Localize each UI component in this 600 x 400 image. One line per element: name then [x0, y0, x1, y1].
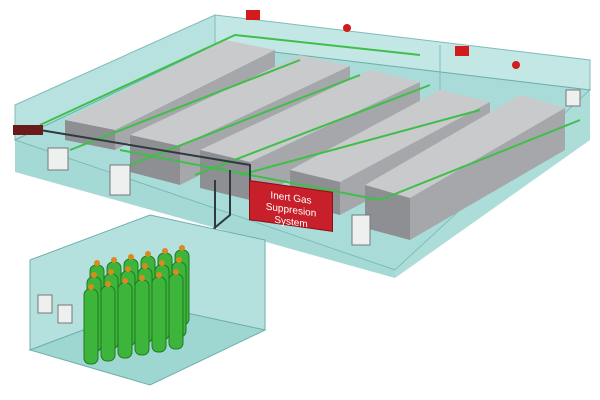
cylinder-valve: [111, 257, 117, 263]
cylinder-valve: [94, 260, 100, 266]
control-panel: [109, 164, 131, 196]
gas-cylinder: [83, 288, 99, 365]
alarm-bell: [246, 10, 260, 20]
cylinder-valve: [142, 263, 148, 269]
cylinder-valve: [173, 269, 179, 275]
cylinder-valve: [128, 254, 134, 260]
gas-cylinder: [168, 273, 184, 350]
cylinder-valve: [159, 260, 165, 266]
green-pipes: [39, 33, 581, 202]
cylinder-valve: [122, 278, 128, 284]
cylinder-valve: [162, 248, 168, 254]
cylinder-valve: [139, 275, 145, 281]
gas-cylinder: [134, 279, 150, 356]
cylinder-valve: [125, 266, 131, 272]
cylinder-valve: [179, 245, 185, 251]
cylinder-valve: [91, 272, 97, 278]
gas-cylinder: [117, 282, 133, 359]
gas-cylinders: [83, 245, 190, 365]
cylinder-valve: [105, 281, 111, 287]
detector: [565, 89, 581, 107]
panel-display: [13, 125, 43, 135]
alarm-strobe: [343, 24, 351, 32]
control-panel: [351, 214, 371, 246]
control-panel: [47, 147, 69, 171]
control-panel: [57, 304, 73, 324]
gas-cylinder: [100, 285, 116, 362]
control-panel: [37, 294, 53, 314]
gas-cylinder: [151, 276, 167, 353]
cylinder-valve: [108, 269, 114, 275]
cylinder-valve: [156, 272, 162, 278]
cylinder-valve: [145, 251, 151, 257]
cylinder-valve: [176, 257, 182, 263]
alarm-strobe: [512, 61, 520, 69]
alarm-bell: [455, 46, 469, 56]
cylinder-valve: [88, 284, 94, 290]
